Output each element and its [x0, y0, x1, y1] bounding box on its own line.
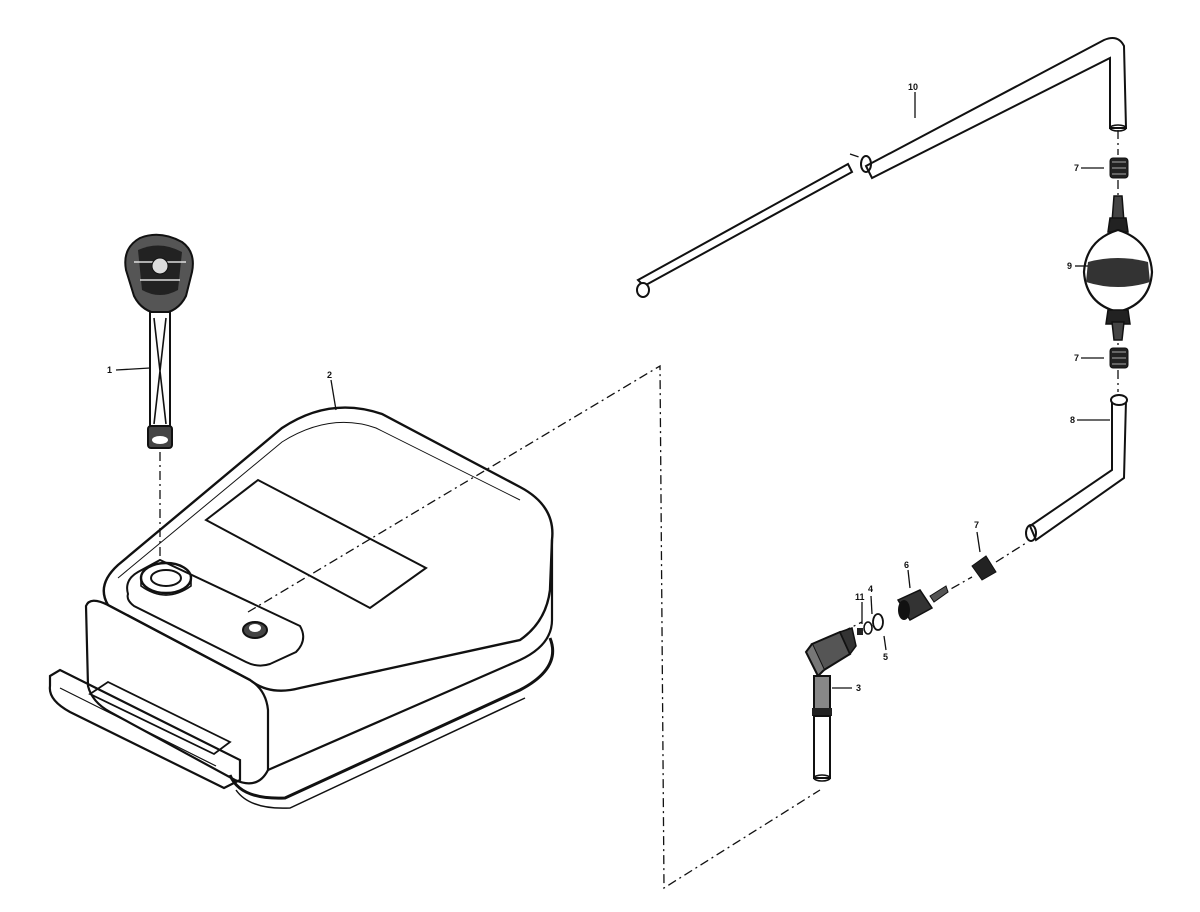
callout-7-middle: 7 — [1074, 353, 1079, 363]
callout-7-upper: 7 — [1074, 163, 1079, 173]
callout-labels: 1 2 3 4 5 6 7 7 7 8 9 10 11 — [107, 82, 1079, 693]
fuel-gauge — [124, 233, 194, 449]
callout-9: 9 — [1067, 261, 1072, 271]
primer-bulb — [1082, 195, 1154, 341]
assembly-centerlines — [159, 130, 1119, 890]
callout-6: 6 — [904, 560, 909, 570]
callout-8: 8 — [1070, 415, 1075, 425]
callout-11: 11 — [855, 592, 865, 602]
fuel-line-hose — [636, 37, 1128, 298]
callout-4: 4 — [868, 584, 873, 594]
leader-lines — [115, 92, 1110, 689]
callout-10: 10 — [908, 82, 918, 92]
callout-7-lower: 7 — [974, 520, 979, 530]
hose-clamps — [971, 157, 1129, 581]
callout-5: 5 — [883, 652, 888, 662]
lower-hose — [1025, 394, 1128, 542]
callout-3: 3 — [856, 683, 861, 693]
callout-1: 1 — [107, 365, 112, 375]
fuel-tank — [48, 406, 555, 809]
fuel-connector — [896, 585, 949, 622]
small-seals — [857, 613, 884, 635]
fuel-pickup-tube — [804, 627, 857, 782]
callout-2: 2 — [327, 370, 332, 380]
